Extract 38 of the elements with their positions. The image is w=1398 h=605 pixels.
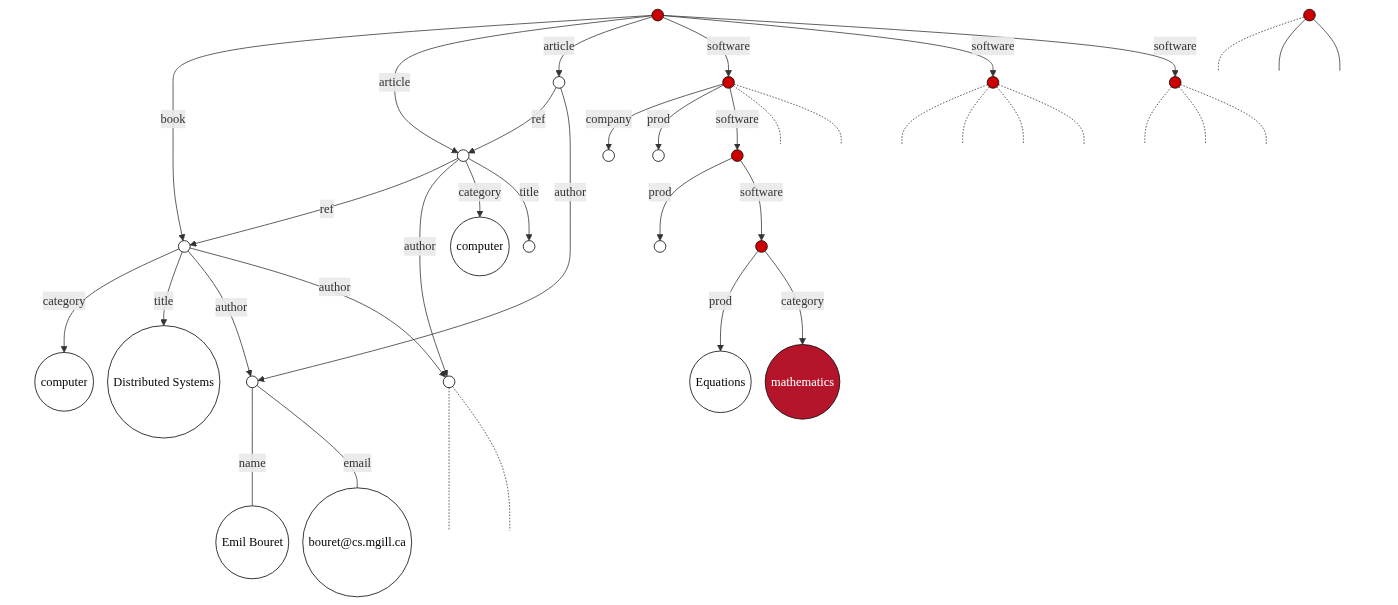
dashed-line bbox=[448, 386, 450, 531]
connector-line bbox=[1313, 18, 1341, 71]
filled-circle-node bbox=[986, 75, 1000, 89]
dashed-line bbox=[452, 385, 511, 531]
labeled-circle: computer bbox=[34, 351, 94, 412]
filled-labeled-circle: mathematics bbox=[764, 343, 841, 420]
circle-node bbox=[602, 148, 615, 162]
circle-node bbox=[652, 148, 665, 162]
filled-circle-node bbox=[722, 75, 735, 89]
circle-node bbox=[653, 239, 667, 253]
dashed-line bbox=[1218, 16, 1305, 71]
circle-node bbox=[178, 239, 191, 253]
filled-circle-node bbox=[1168, 75, 1182, 89]
labeled-circle: Distributed Systems bbox=[107, 324, 221, 438]
labeled-circle: Equations bbox=[689, 350, 752, 413]
filled-circle-node bbox=[651, 8, 664, 21]
dashed-line bbox=[901, 83, 988, 144]
circle-node bbox=[442, 375, 456, 388]
dashed-line bbox=[1144, 86, 1172, 144]
filled-circle-node bbox=[1303, 8, 1316, 21]
dashed-line bbox=[996, 86, 1024, 144]
connector-line bbox=[1278, 18, 1306, 71]
connector-line bbox=[256, 384, 358, 488]
labeled-circle: computer bbox=[450, 216, 510, 276]
labeled-circle: Emil Bouret bbox=[215, 504, 290, 579]
circle-node bbox=[246, 375, 259, 388]
circle-node bbox=[522, 239, 536, 253]
dashed-line bbox=[733, 83, 842, 144]
dashed-line bbox=[732, 84, 781, 144]
dashed-line bbox=[998, 83, 1085, 144]
dashed-line bbox=[962, 86, 990, 144]
circle-node bbox=[552, 75, 566, 89]
filled-circle-node bbox=[755, 239, 768, 253]
filled-circle-node bbox=[731, 148, 744, 162]
circle-node bbox=[457, 148, 470, 162]
labeled-circle: bouret@cs.mgill.ca bbox=[302, 486, 413, 597]
dashed-line bbox=[1180, 83, 1267, 144]
dashed-line bbox=[1178, 86, 1206, 144]
